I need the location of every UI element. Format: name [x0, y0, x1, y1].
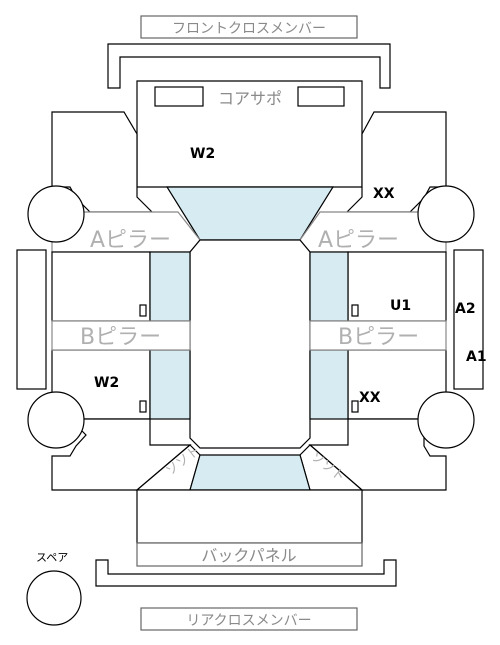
b-pillar-left[interactable]	[51, 320, 191, 351]
mark-left-rear-door: W2	[94, 375, 119, 391]
core-support-right-slot	[297, 86, 345, 107]
a-pillar-right-text: Aピラー	[318, 228, 399, 253]
back-panel[interactable]: バックパネル	[136, 542, 363, 567]
right-front-window[interactable]	[309, 251, 349, 322]
front-cross-member-label[interactable]: フロントクロスメンバー	[140, 15, 358, 39]
right-front-door[interactable]	[347, 251, 447, 322]
core-support-text: コアサポ	[218, 89, 282, 108]
rear-left-wheel[interactable]	[27, 391, 85, 449]
core-support[interactable]: コアサポ	[154, 86, 345, 108]
right-front-door-handle	[351, 304, 359, 317]
roof[interactable]	[189, 239, 311, 449]
mark-right-sill-upper: A2	[455, 301, 476, 317]
mark-front-left-area: W2	[190, 146, 215, 162]
spare-tire[interactable]	[26, 570, 82, 626]
a-pillar-left-text: Aピラー	[90, 228, 171, 253]
mark-right-front-door: U1	[390, 298, 411, 314]
front-cross-member[interactable]	[107, 43, 391, 89]
mark-front-right-area: XX	[373, 186, 395, 202]
front-left-wheel[interactable]	[27, 185, 85, 243]
left-rear-window[interactable]	[149, 349, 191, 420]
trunk-lid[interactable]	[136, 489, 363, 544]
spare-text: スペア	[36, 551, 68, 564]
right-rear-door-handle	[351, 400, 359, 413]
core-support-left-slot	[154, 86, 204, 107]
rear-cross-member[interactable]	[95, 559, 397, 587]
right-rear-window[interactable]	[309, 349, 349, 420]
rear-cross-member-text: リアクロスメンバー	[186, 613, 311, 629]
front-right-fender[interactable]	[345, 111, 447, 213]
back-panel-text: バックパネル	[201, 546, 296, 565]
rear-right-wheel[interactable]	[417, 391, 475, 449]
rear-left-quarter[interactable]	[51, 418, 192, 491]
front-cross-member-text: フロントクロスメンバー	[172, 21, 326, 37]
b-pillar-left-text: Bピラー	[80, 325, 161, 350]
mark-right-sill-lower: A1	[466, 349, 487, 365]
front-right-wheel[interactable]	[417, 185, 475, 243]
rear-cross-member-label[interactable]: リアクロスメンバー	[140, 607, 358, 631]
left-front-window[interactable]	[149, 251, 191, 322]
mark-right-rear-door: XX	[359, 390, 381, 406]
b-pillar-right[interactable]	[309, 320, 447, 351]
left-front-door-handle	[139, 304, 147, 317]
left-front-door[interactable]	[51, 251, 151, 322]
left-rocker-panel[interactable]	[16, 249, 47, 390]
right-rocker-panel[interactable]	[453, 249, 484, 390]
b-pillar-right-text: Bピラー	[338, 325, 419, 350]
rear-window[interactable]	[189, 454, 311, 491]
left-rear-door-handle	[139, 400, 147, 413]
